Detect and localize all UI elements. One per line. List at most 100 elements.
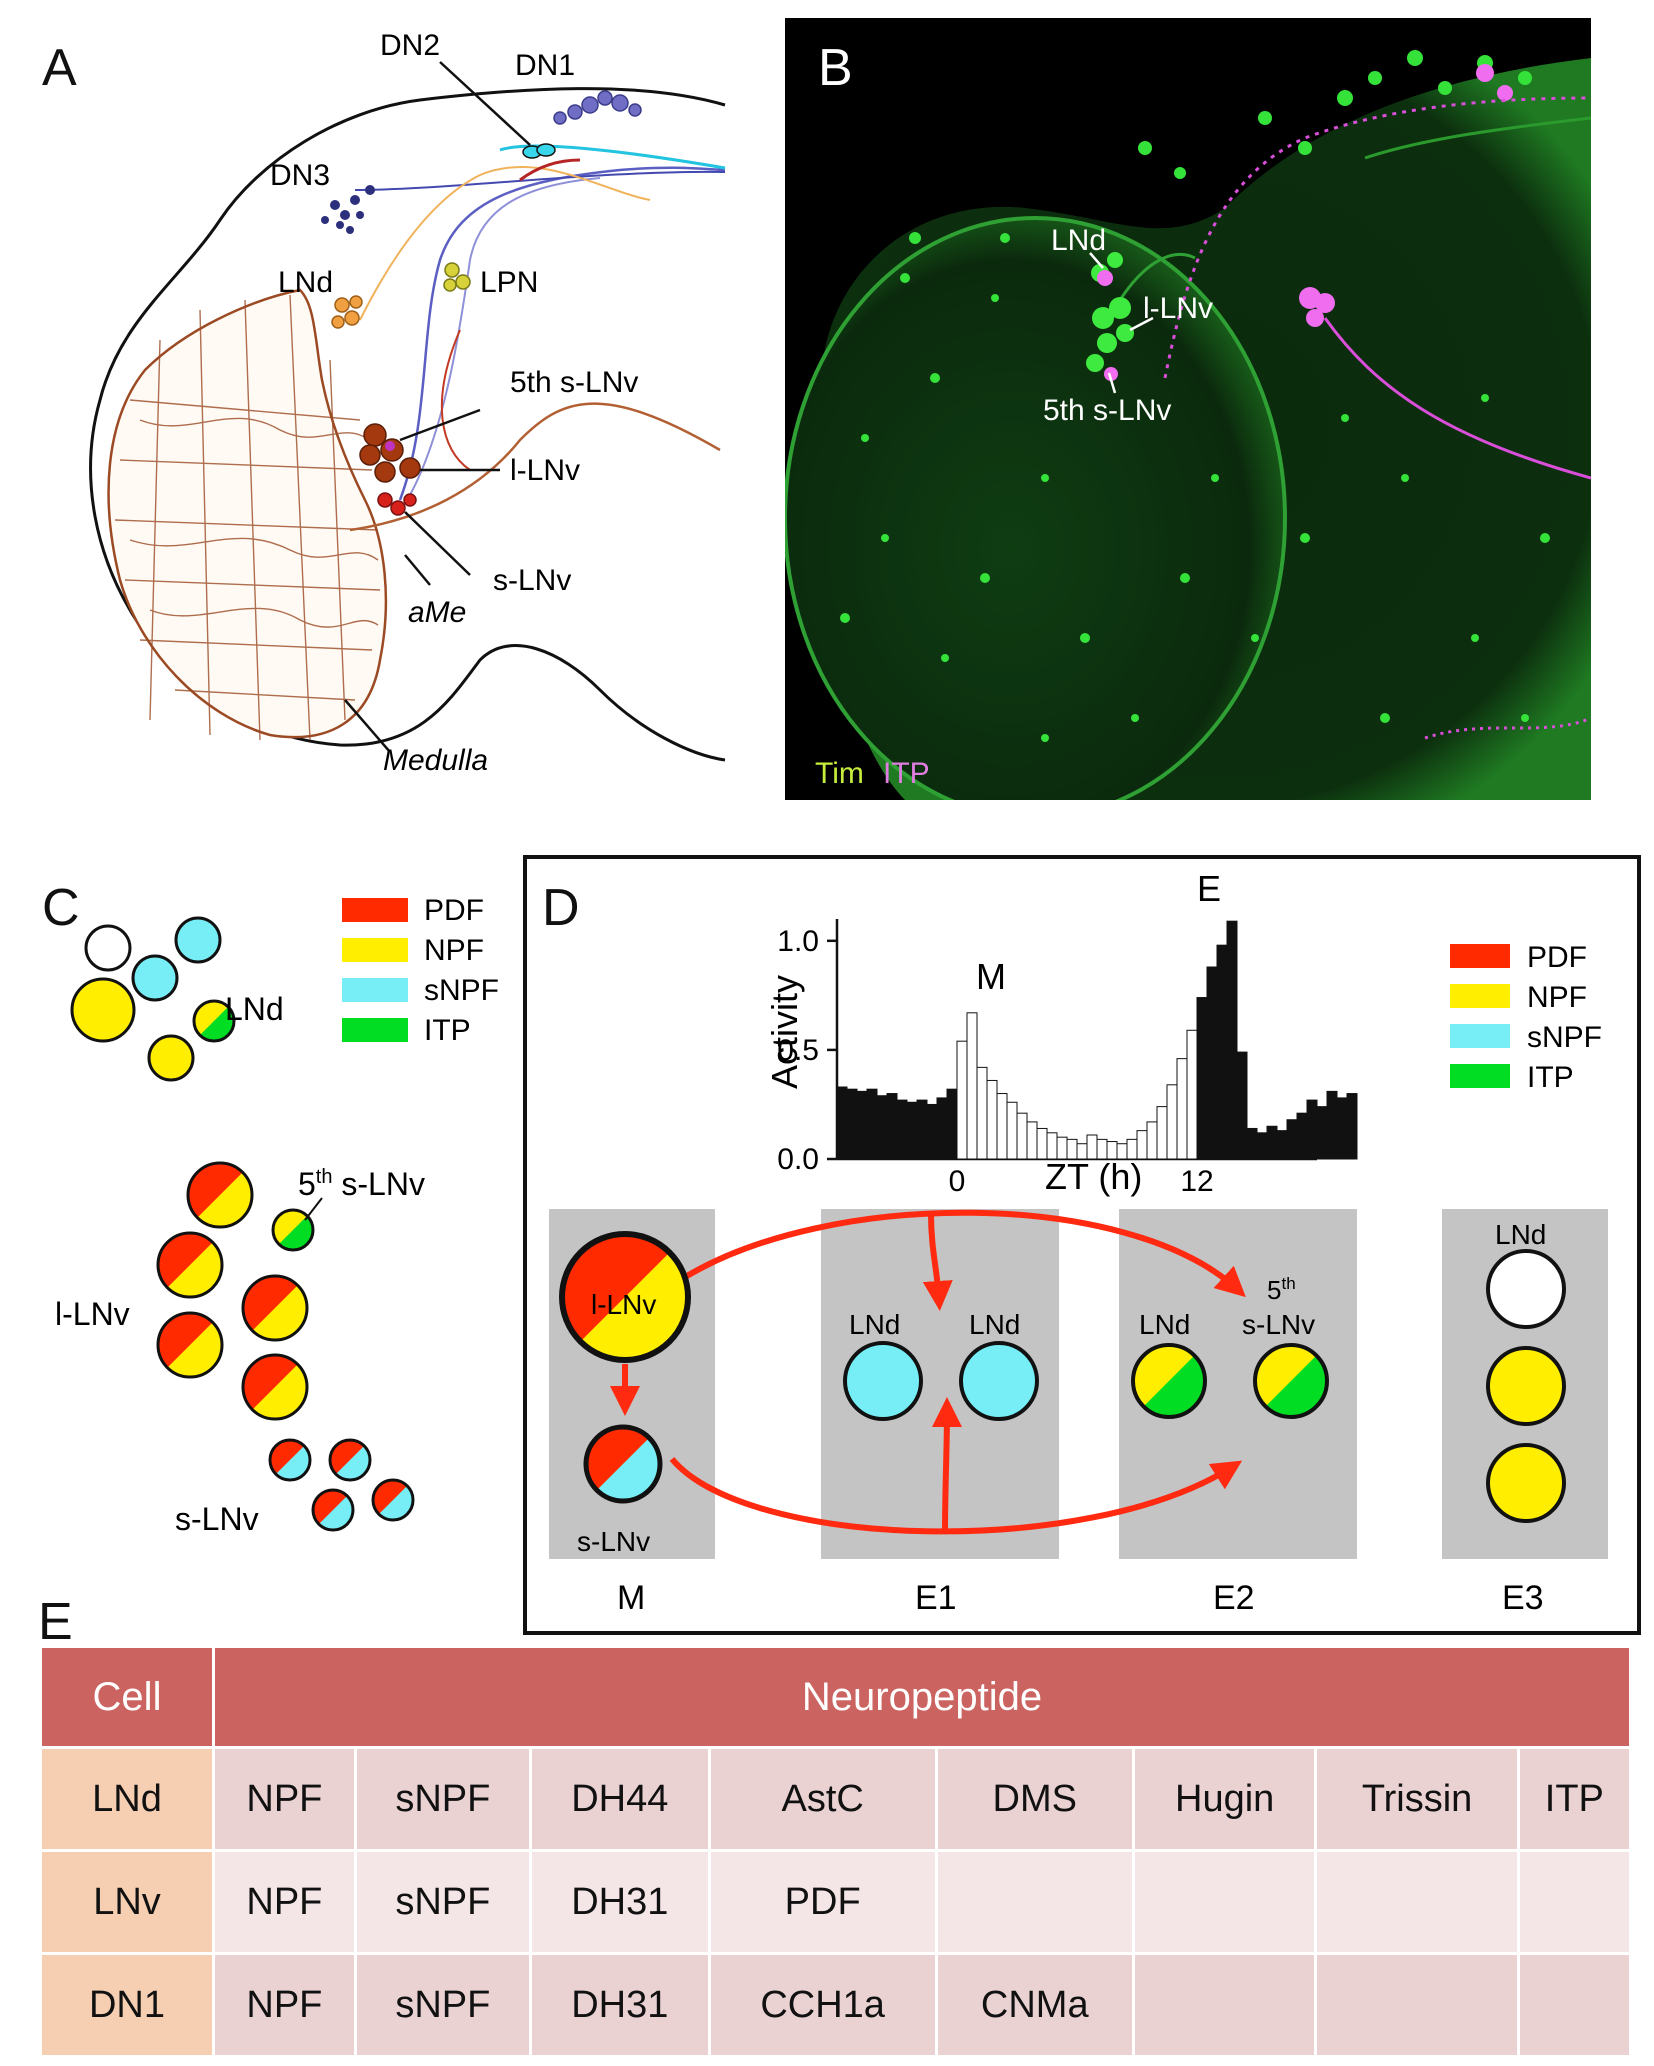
table-row: LNd NPF sNPF DH44 AstC DMS Hugin Trissin… [42,1749,1632,1852]
table-cell [1519,1955,1632,2058]
activity-bar [966,1012,978,1160]
table-cell: AstC [710,1749,938,1852]
table-cell: DH31 [531,1852,711,1955]
activity-bar [1036,1127,1048,1160]
table-cell: Hugin [1134,1749,1318,1852]
activity-bar [1166,1084,1178,1160]
b-label-llnv: l-LNv [1143,292,1213,325]
activity-bar [1186,1029,1198,1160]
b-stain-tim: Tim [815,757,864,790]
activity-bar [1246,1127,1258,1160]
activity-bar [886,1093,898,1160]
activity-bar [1176,1058,1188,1160]
activity-bar [1136,1130,1148,1160]
label-ame: aMe [408,596,466,629]
itp-fibers [1163,96,1591,740]
dn1-cluster [553,90,642,125]
c-label-lnd: LNd [225,991,284,1027]
activity-bar [1236,1051,1248,1160]
table-row: LNv NPF sNPF DH31 PDF [42,1852,1632,1955]
panel-letter-b: B [818,39,853,97]
activity-bar [1266,1125,1278,1160]
panel-a-leaders [344,61,531,753]
lpn-cluster [443,262,471,292]
activity-bar [836,1086,848,1160]
arrow-llnv-to-e2 [680,1209,1246,1298]
table-cell: CCH1a [710,1955,938,2058]
activity-bar [986,1079,998,1160]
table-cell: DH31 [531,1955,711,2058]
group-label-m: M [617,1579,645,1617]
table-cell: Trissin [1317,1749,1520,1852]
activity-bar [1346,1093,1358,1160]
c-lnd-cell-snpf [174,916,222,964]
d-e3-lnd-cell-npf [1486,1443,1566,1523]
panel-c-cell-schematic: PDF NPF sNPF ITP LNd 5th s-LNv l-LNv s-L… [0,850,520,1570]
chart-ylabel: Activity [764,975,805,1089]
label-lpn: LPN [480,266,538,299]
activity-bar [896,1099,908,1160]
activity-bar [976,1066,988,1160]
d-e1-lnd-cell [959,1341,1039,1421]
activity-bar [1156,1106,1168,1160]
panel-d-cells [559,1231,1566,1523]
table-cell: sNPF [356,1749,532,1852]
d-llnv-cell [559,1231,691,1363]
c-slnv-cell [311,1488,355,1532]
x-tick-label: 0 [949,1165,966,1198]
slnv-cluster [377,492,417,516]
table-cell: NPF [215,1749,357,1852]
legend-swatch-pdf [342,898,408,922]
panel-letter-e: E [38,1593,73,1651]
lnv-lnd-cluster [1086,252,1134,372]
table-cell [1519,1852,1632,1955]
c-lnd-cell-white [84,924,132,972]
projection-fibers [349,144,726,532]
table-cell [1134,1955,1318,2058]
table-cell [937,1852,1135,1955]
table-header-row: Cell Neuropeptide [42,1648,1632,1749]
table-cell: CNMa [937,1955,1135,2058]
table-cell [1134,1852,1318,1955]
c-slnv-cell [328,1438,372,1482]
brain-tissue [785,58,1591,800]
group-label-e2: E2 [1213,1579,1255,1617]
b-label-lnd: LNd [1051,224,1106,257]
legend-swatch-itp [342,1018,408,1042]
table-cell [1317,1852,1520,1955]
llnv-cluster [359,423,421,483]
dn3-cluster [321,185,375,234]
chart-bars [836,920,1358,1160]
panel-c-svg: PDF NPF sNPF ITP LNd 5th s-LNv l-LNv s-L… [55,894,499,1537]
activity-bar [1276,1130,1288,1160]
activity-bar [926,1103,938,1160]
panel-b-micrograph: LNd l-LNv 5th s-LNv Tim ITP [785,18,1591,800]
regulation-arrows [610,1209,1246,1535]
activity-bar [1146,1121,1158,1160]
activity-bar [1206,966,1218,1160]
table-cell: sNPF [356,1852,532,1955]
c-label-llnv: l-LNv [55,1296,130,1332]
activity-bar [946,1088,958,1160]
activity-bar [1256,1132,1268,1160]
chart-annot-e: E [1197,868,1221,909]
group-label-e3: E3 [1502,1579,1544,1617]
y-tick-label: 0.0 [777,1143,819,1176]
b-label-fifth-slnv: 5th s-LNv [1043,394,1171,427]
row-cell-name: LNv [42,1852,215,1955]
legend-label-itp: ITP [424,1014,471,1047]
panel-letter-d: D [542,879,580,937]
c-slnv-cell [268,1438,312,1482]
d-e1-lnd-cell [843,1341,923,1421]
table-cell: NPF [215,1852,357,1955]
d-legend-swatch-itp [1450,1064,1510,1088]
legend-label-pdf: PDF [424,894,484,927]
d-e3-lnd-cell-npf [1486,1346,1566,1426]
label-dn3: DN3 [270,159,330,192]
label-dn1: DN1 [515,49,575,82]
activity-bar [1306,1099,1318,1160]
d-e2-fifth-slnv-cell [1253,1343,1329,1419]
panel-a-neuron-diagram: DN2 DN1 DN3 LNd LPN 5th s-LNv l-LNv s-LN… [0,0,760,810]
d-legend-label-snpf: sNPF [1527,1021,1602,1054]
